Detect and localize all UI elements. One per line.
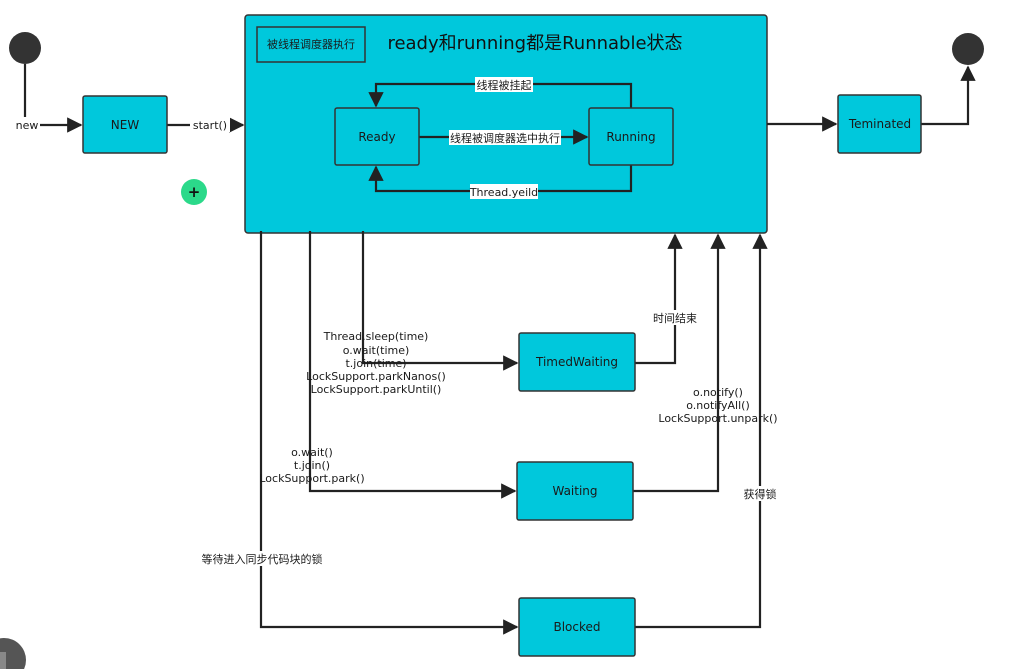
label-start: start()	[193, 119, 227, 132]
start-node	[9, 32, 41, 64]
state-timed-waiting-label: TimedWaiting	[535, 355, 618, 369]
state-waiting[interactable]: Waiting	[516, 461, 634, 521]
state-terminated-label: Teminated	[848, 117, 911, 131]
state-blocked[interactable]: Blocked	[518, 597, 636, 657]
label-wait-0: o.wait()	[291, 446, 333, 459]
label-suspended: 线程被挂起	[477, 78, 532, 92]
state-ready[interactable]: Ready	[334, 107, 420, 166]
label-bg-scheduled	[449, 130, 561, 145]
label-wait-2: LockSupport.park()	[259, 472, 364, 485]
label-new: new	[16, 119, 39, 132]
label-notify-1: o.notifyAll()	[686, 399, 750, 412]
state-new[interactable]: NEW	[82, 95, 168, 154]
label-timed-wait-1: o.wait(time)	[343, 344, 410, 357]
label-acquire-lock: 获得锁	[744, 487, 777, 501]
label-timed-wait-0: Thread.sleep(time)	[323, 330, 429, 343]
edge-to-blocked	[259, 231, 519, 635]
label-wait-1: t.join()	[294, 459, 330, 472]
label-bg-suspended	[475, 77, 533, 92]
end-node	[952, 33, 984, 65]
label-bg-new	[14, 117, 40, 132]
state-ready-label: Ready	[358, 130, 395, 144]
label-notify-2: LockSupport.unpark()	[658, 412, 777, 425]
label-timed-wait-2: t.join(time)	[345, 357, 406, 370]
plus-icon: +	[188, 183, 201, 201]
state-running[interactable]: Running	[588, 107, 674, 166]
label-bg-acquire-lock	[741, 486, 779, 501]
label-scheduled: 线程被调度器选中执行	[450, 131, 560, 145]
label-timeout: 时间结束	[653, 312, 697, 325]
label-timed-wait-4: LockSupport.parkUntil()	[311, 383, 442, 396]
edge-to-timed-waiting	[361, 231, 519, 371]
add-button[interactable]: +	[181, 179, 207, 205]
edge-to-waiting	[308, 231, 517, 499]
corner-avatar	[0, 638, 26, 669]
label-timed-wait-3: LockSupport.parkNanos()	[306, 370, 446, 383]
label-bg-timeout	[651, 310, 699, 325]
state-timed-waiting[interactable]: TimedWaiting	[518, 332, 636, 392]
edge-to-end	[921, 65, 976, 126]
label-bg-yield	[470, 184, 538, 199]
edge-acquire-lock	[635, 233, 768, 629]
state-waiting-label: Waiting	[552, 484, 597, 498]
label-notify-0: o.notify()	[693, 386, 743, 399]
label-wait-lock: 等待进入同步代码块的锁	[202, 552, 323, 566]
state-new-label: NEW	[111, 118, 140, 132]
state-blocked-label: Blocked	[553, 620, 600, 634]
label-bg-start	[190, 117, 230, 132]
edge-timeout	[635, 233, 683, 365]
scheduler-note-box	[256, 26, 366, 63]
edge-notify	[633, 233, 726, 493]
scheduler-note: 被线程调度器执行	[267, 37, 355, 51]
state-terminated[interactable]: Teminated	[837, 94, 922, 154]
label-bg-wait-lock	[200, 551, 324, 566]
state-running-label: Running	[606, 130, 655, 144]
corner-avatar-icon	[0, 652, 6, 669]
label-yield: Thread.yeild	[469, 186, 538, 199]
runnable-title: ready和running都是Runnable状态	[387, 33, 682, 54]
